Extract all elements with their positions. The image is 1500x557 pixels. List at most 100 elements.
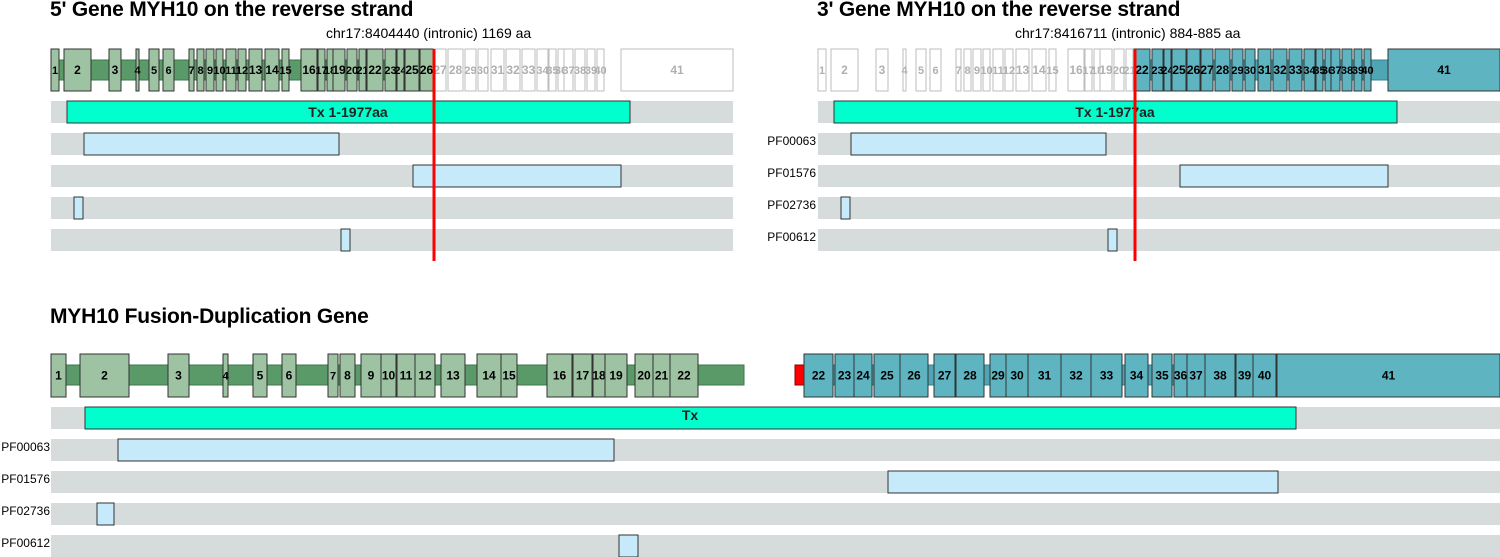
three-prime-exon-label: 28 xyxy=(1216,63,1230,77)
fusion-exon-8 xyxy=(339,353,356,398)
three-prime-exon-label: 25 xyxy=(1172,63,1186,77)
five-prime-exon-label: 28 xyxy=(449,63,463,77)
five-prime-exon-17 xyxy=(317,48,326,92)
five-prime-exon-19 xyxy=(332,48,346,92)
five-prime-domain-track xyxy=(51,165,733,187)
fusion-domain-PF00063 xyxy=(117,438,615,462)
fusion-exon-31 xyxy=(1027,353,1062,398)
fusion-domain-label: PF01576 xyxy=(1,472,50,486)
fusion-exon-label: 39 xyxy=(1238,369,1252,383)
fusion-domain-PF01576 xyxy=(887,470,1279,494)
five-prime-exon-33 xyxy=(521,48,536,92)
fusion-exon-label: 11 xyxy=(400,369,413,383)
five-prime-domain-PF00612 xyxy=(340,228,351,252)
five-prime-exon-label: 20 xyxy=(346,65,358,77)
fusion-domain-track xyxy=(51,503,1500,525)
fusion-junction xyxy=(794,364,805,386)
five-prime-exon-label: 1 xyxy=(52,65,58,77)
fusion-exon-label: 27 xyxy=(938,369,952,383)
five-prime-exon-label: 23 xyxy=(384,65,396,77)
three-prime-exon-21 xyxy=(1125,48,1134,92)
five-prime-exon-20 xyxy=(346,48,358,92)
three-prime-exon-label: 14 xyxy=(1032,63,1046,77)
three-prime-domain-label: PF02736 xyxy=(767,198,816,212)
five-prime-exon-label: 29 xyxy=(464,65,476,77)
five-prime-domain-track xyxy=(51,197,733,219)
fusion-transcript-bar xyxy=(84,406,1297,430)
fusion-exon-label: 16 xyxy=(553,369,567,383)
three-prime-exon-3 xyxy=(875,48,889,92)
fusion-domain-label: PF00612 xyxy=(1,536,50,550)
three-prime-exon-32 xyxy=(1272,48,1288,92)
three-prime-exon-label: 16 xyxy=(1069,63,1083,77)
five-prime-exon-9 xyxy=(205,48,215,92)
three-prime-exon-28 xyxy=(1214,48,1231,92)
five-prime-exon-16 xyxy=(300,48,318,92)
five-prime-exon-label: 14 xyxy=(265,63,279,77)
three-prime-exon-label: 5 xyxy=(918,65,924,77)
three-prime-exon-label: 9 xyxy=(974,65,980,77)
three-prime-domain-PF00063 xyxy=(850,132,1107,156)
five-prime-exon-40 xyxy=(596,48,605,92)
three-prime-exon-20 xyxy=(1113,48,1125,92)
fusion-exon-label: 8 xyxy=(344,369,351,383)
fusion-exon-label: 22 xyxy=(812,369,826,383)
five-prime-exon-15 xyxy=(281,48,290,92)
three-prime-exon-label: 3 xyxy=(879,63,886,77)
five-prime-breakpoint-label: chr17:8404440 (intronic) 1169 aa xyxy=(326,25,532,41)
three-prime-exon-1 xyxy=(817,48,827,92)
fusion-exon-label: 33 xyxy=(1100,369,1114,383)
three-prime-exon-label: 12 xyxy=(1003,65,1015,77)
five-prime-exon-label: 17 xyxy=(315,65,327,77)
five-prime-exon-label: 4 xyxy=(134,65,141,77)
fusion-exon-label: 1 xyxy=(55,369,62,383)
three-prime-exon-label: 34 xyxy=(1303,65,1316,77)
five-prime-exon-38 xyxy=(574,48,586,92)
fusion-exon-label: 6 xyxy=(286,369,293,383)
five-prime-exon-5 xyxy=(148,48,160,92)
fusion-exon-5 xyxy=(252,353,268,398)
three-prime-exon-23 xyxy=(1151,48,1164,92)
three-prime-exon-label: 27 xyxy=(1200,63,1214,77)
fusion-exon-27 xyxy=(933,353,956,398)
three-prime-exon-40 xyxy=(1363,48,1372,92)
three-prime-domain-PF01576 xyxy=(1179,164,1389,188)
fusion-exon-label: 7 xyxy=(330,371,336,383)
five-prime-exon-label: 10 xyxy=(213,65,225,77)
five-prime-exon-label: 12 xyxy=(236,65,248,77)
three-prime-exon-label: 24 xyxy=(1161,65,1174,77)
fusion-exon-label: 13 xyxy=(446,369,460,383)
five-prime-exon-12 xyxy=(237,48,247,92)
five-prime-exon-label: 21 xyxy=(356,65,368,77)
three-prime-exon-label: 4 xyxy=(901,65,908,77)
fusion-exon-1 xyxy=(50,353,67,398)
fusion-exon-label: 31 xyxy=(1038,369,1052,383)
three-prime-exon-label: 8 xyxy=(964,65,970,77)
fusion-exon-38 xyxy=(1204,353,1236,398)
three-prime-exon-label: 23 xyxy=(1151,65,1163,77)
three-prime-exon-label: 33 xyxy=(1289,63,1303,77)
fusion-exon-label: 2 xyxy=(101,369,108,383)
five-prime-exon-label: 33 xyxy=(522,63,536,77)
three-prime-exon-label: 20 xyxy=(1113,65,1125,77)
fusion-exon-label: 30 xyxy=(1010,369,1024,383)
fusion-exon-label: 36 xyxy=(1174,369,1188,383)
fusion-exon-10 xyxy=(380,353,397,398)
fusion-exon-3 xyxy=(167,353,190,398)
five-prime-exon-label: 40 xyxy=(594,65,606,77)
five-prime-exon-35 xyxy=(548,48,557,92)
three-prime-transcript-bar xyxy=(833,100,1398,124)
three-prime-exon-label: 15 xyxy=(1046,65,1058,77)
three-prime-exon-41 xyxy=(1387,48,1500,92)
five-prime-exon-6 xyxy=(162,48,175,92)
fusion-exon-7 xyxy=(327,353,339,398)
fusion-exon-33 xyxy=(1090,353,1123,398)
three-prime-exon-label: 7 xyxy=(955,65,961,77)
five-prime-exon-3 xyxy=(108,48,122,92)
three-prime-exon-9 xyxy=(972,48,982,92)
five-prime-exon-label: 8 xyxy=(197,65,203,77)
fusion-exon-label: 29 xyxy=(991,369,1005,383)
five-prime-exon-10 xyxy=(215,48,224,92)
three-prime-exon-label: 17 xyxy=(1082,65,1094,77)
